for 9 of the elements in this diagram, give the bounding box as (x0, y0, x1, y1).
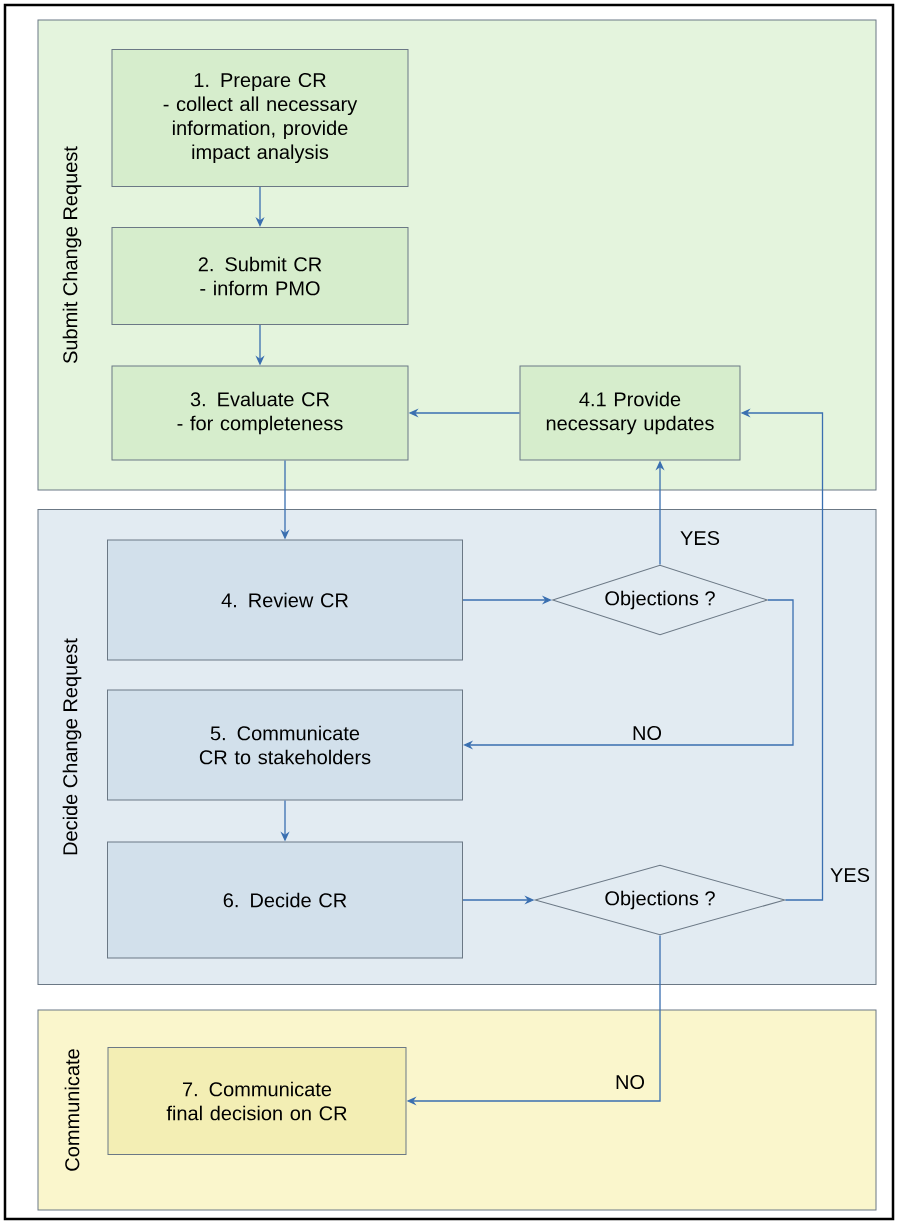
process-box: 2. Submit CR - inform PMO (111, 227, 409, 325)
process-box: 4.1 Provide necessary updates (519, 365, 741, 461)
process-box: 3. Evaluate CR - for completeness (111, 365, 409, 461)
arrow (463, 599, 794, 750)
process-box: 6. Decide CR (107, 841, 463, 959)
process-box: 1. Prepare CR - collect all necessary information, provide impact analysis (111, 49, 409, 187)
process-box: 5. Communicate CR to stakeholders (107, 689, 463, 801)
process-box: 7. Communicate final decision on CR (107, 1047, 407, 1155)
process-box: 4. Review CR (107, 539, 463, 661)
